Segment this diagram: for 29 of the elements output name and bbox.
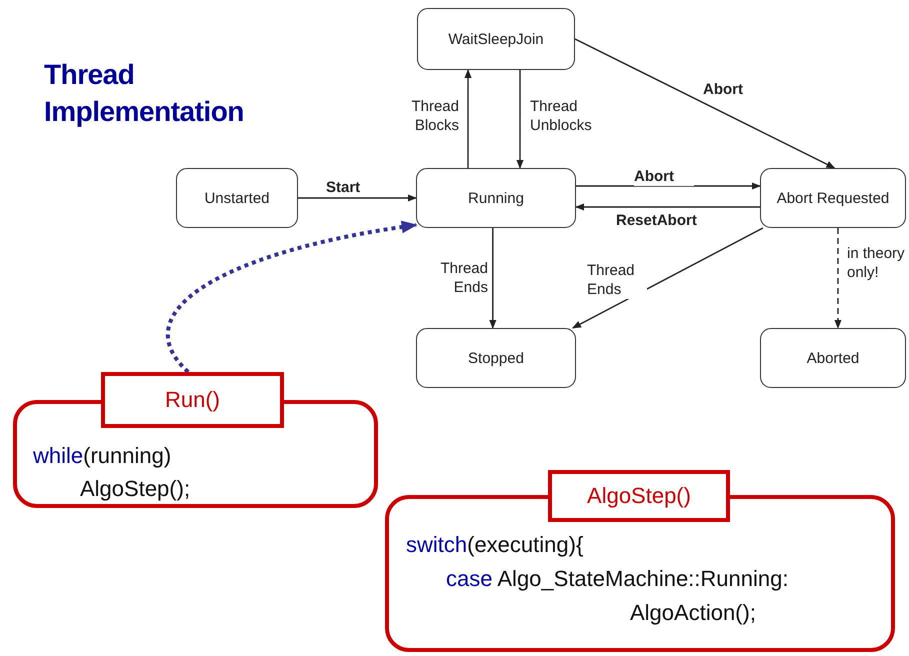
dashed-arrow <box>166 220 418 374</box>
edge-label: Abort <box>634 167 694 186</box>
state-box: Unstarted <box>176 168 298 228</box>
code-line: switch(executing){ <box>406 532 584 558</box>
dashed-arrow <box>834 228 842 329</box>
arrow <box>489 228 496 329</box>
state-box: WaitSleepJoin <box>417 8 575 70</box>
function-name: AlgoStep() <box>586 482 692 510</box>
state-box: Abort Requested <box>760 168 906 228</box>
code-line: case Algo_StateMachine::Running: <box>446 566 788 592</box>
code-panel <box>385 470 895 652</box>
edge-label: Thread Ends <box>587 261 647 299</box>
code-line: AlgoStep(); <box>80 476 190 502</box>
arrow <box>464 69 472 168</box>
arrow <box>575 203 760 211</box>
arrow <box>574 38 836 169</box>
state-box: Stopped <box>416 328 576 388</box>
code-line: AlgoAction(); <box>630 600 756 626</box>
code-line: while(running) <box>33 443 172 469</box>
state-box: Aborted <box>760 328 906 388</box>
code-panel <box>13 372 378 508</box>
arrow <box>576 182 761 190</box>
arrow <box>298 194 417 202</box>
arrow <box>516 70 524 169</box>
arrow <box>572 227 764 329</box>
function-name: Run() <box>164 386 221 414</box>
state-box: Running <box>416 168 576 228</box>
diagram-title: Thread Implementation <box>44 58 245 129</box>
edge-label: in theory only! <box>847 244 907 282</box>
